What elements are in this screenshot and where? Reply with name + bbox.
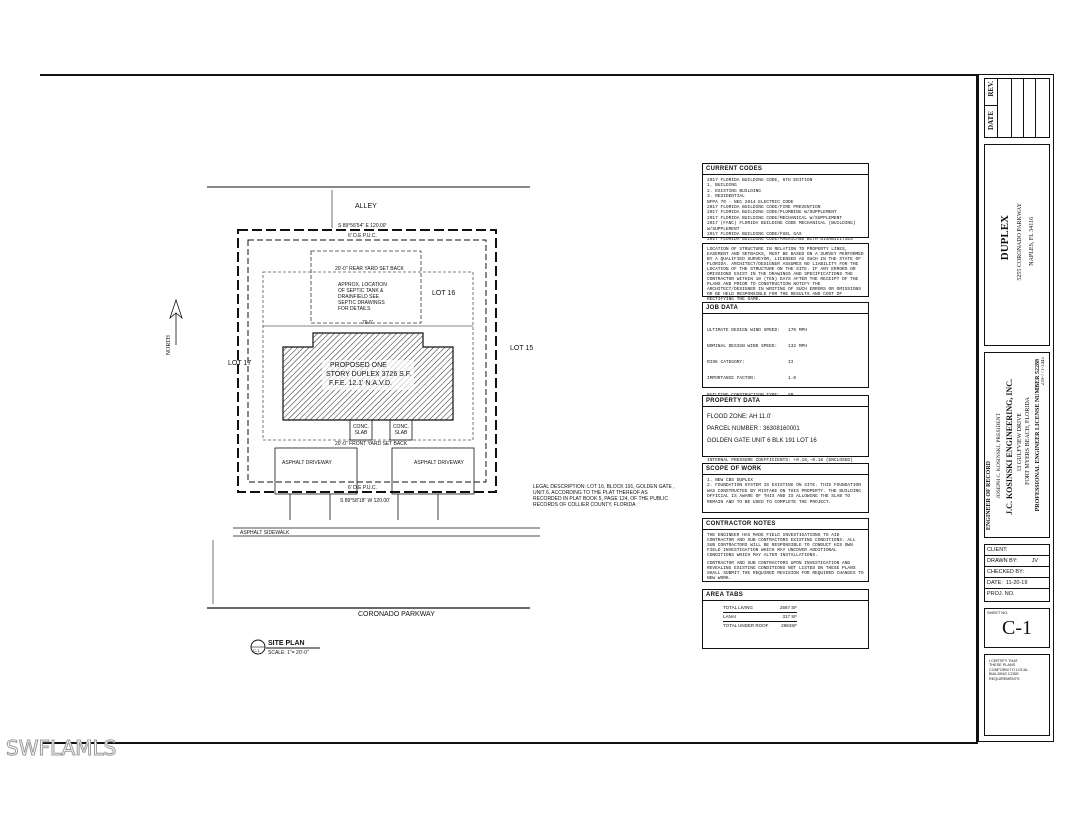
driveway-right <box>391 447 475 495</box>
title-block-frame <box>978 74 1054 742</box>
scope-item: 2. FOUNDATION SYSTEM IS EXISTING ON SITE… <box>707 483 861 505</box>
revision-box: REV. DATE <box>984 78 1050 138</box>
general-note-text: LOCATION OF STRUCTURE IN RELATION TO PRO… <box>707 247 864 302</box>
certify-box: I CERTIFY THAT THESE PLANS CONFORM TO LO… <box>984 654 1050 736</box>
client-row: CLIENT: <box>985 545 1049 556</box>
scope-of-work-title: SCOPE OF WORK <box>703 464 868 475</box>
project-name: DUPLEX <box>999 215 1011 261</box>
watermark: SWFLAMLS <box>5 736 117 761</box>
job-data-box: JOB DATA ULTIMATE DESIGN WIND SPEED: 170… <box>702 302 869 497</box>
current-codes-box: CURRENT CODES 2017 FLORIDA BUILDING CODE… <box>702 163 869 242</box>
project-address-1: 5255 CORONADO PARKWAY <box>1017 203 1023 281</box>
plan-title: SITE PLAN <box>268 640 305 647</box>
parcel-number: PARCEL NUMBER : 36308160001 <box>707 426 800 432</box>
job-data-title: JOB DATA <box>703 303 868 314</box>
firm-phone: 239-771-1445 <box>1041 357 1046 386</box>
alley-label: ALLEY <box>355 203 377 210</box>
contractor-notes-box: CONTRACTOR NOTES THE ENGINEER HAS MADE F… <box>702 518 869 582</box>
septic-area <box>310 250 422 324</box>
driveway-left-label: ASPHALT DRIVEWAY <box>282 460 332 466</box>
drawn-by-value: JV <box>1031 558 1039 564</box>
date-row: DATE:11-20-19 <box>985 578 1049 589</box>
sheet-number: C-1 <box>1002 617 1032 639</box>
house-label-3: F.F.E. 12.1' N.A.V.D. <box>329 380 392 387</box>
conc-slab-label: CONC. SLAB <box>352 424 370 436</box>
checked-by-row: CHECKED BY: <box>985 567 1049 578</box>
contractor-note: THE ENGINEER HAS MADE FIELD INVESTIGATIO… <box>707 533 856 558</box>
plan-ref: C-1 <box>253 648 260 653</box>
proj-no-row: PROJ. NO. <box>987 591 1015 597</box>
certify-text: I CERTIFY THAT THESE PLANS CONFORM TO LO… <box>989 659 1029 681</box>
date-label: DATE <box>987 111 995 130</box>
front-setback: 20'-0" FRONT YARD SET BACK <box>335 441 408 447</box>
engineer-name: JOSEPH C. KOSINSKI, PRESIDENT <box>996 413 1002 499</box>
current-codes-title: CURRENT CODES <box>703 164 868 175</box>
bottom-easement: 6' D.E P.U.C. <box>348 485 377 491</box>
sheet-no-label: SHEET NO. <box>987 610 1009 615</box>
top-bearing: S 89°56'54" E 120.00' <box>338 223 387 229</box>
contractor-note: CONTRACTOR AND SUB CONTRACTORS UPON INVE… <box>707 561 864 581</box>
sidewalk-label: ASPHALT SIDEWALK <box>240 530 290 536</box>
site-plan-drawing <box>169 186 540 655</box>
firm-address: 13 GULFVIEW DRIVE <box>1017 413 1023 472</box>
project-address-2: NAPLES, FL 34116 <box>1029 217 1035 266</box>
septic-note: APPROX. LOCATION OF SEPTIC TANK & DRAINF… <box>338 282 387 312</box>
flood-zone: FLOOD ZONE: AH 11.0' <box>707 414 772 420</box>
lot-15-label: LOT 15 <box>510 345 534 352</box>
driveway-right-label: ASPHALT DRIVEWAY <box>414 460 464 466</box>
house-label-bg <box>322 360 414 390</box>
house-label-1: PROPOSED ONE <box>330 362 387 369</box>
area-tabs-title: AREA TABS <box>703 590 868 601</box>
street-label: CORONADO PARKWAY <box>358 611 435 618</box>
legal-description: LEGAL DESCRIPTION: LOT 16, BLOCK 191, GO… <box>533 484 675 508</box>
bottom-bearing: S 89°58'18" W 120.00' <box>340 498 390 504</box>
top-easement: 6' D.E P.U.C. <box>348 233 377 239</box>
general-note-box: LOCATION OF STRUCTURE IN RELATION TO PRO… <box>702 243 869 302</box>
driveway-left <box>274 447 358 495</box>
engineer-of-record: ENGINEER OF RECORD <box>986 461 992 531</box>
rear-setback: 20'-0" REAR YARD SET BACK <box>335 266 404 272</box>
date-value: 11-20-19 <box>1005 580 1028 586</box>
property-data-title: PROPERTY DATA <box>703 396 868 407</box>
scope-item: 1. NEW CBS DUPLEX <box>707 478 753 483</box>
rev-label: REV. <box>987 81 995 97</box>
scope-of-work-box: SCOPE OF WORK 1. NEW CBS DUPLEX 2. FOUND… <box>702 463 869 513</box>
conc-slab-label: CONC. SLAB <box>392 424 410 436</box>
firm-city: FORT MYERS BEACH, FLORIDA <box>1025 397 1031 485</box>
sheet-box: SHEET NO. C-1 <box>984 608 1050 648</box>
drawn-by-row: DRAWN BY:JV <box>985 556 1049 567</box>
engineer-box: ENGINEER OF RECORD JOSEPH C. KOSINSKI, P… <box>984 352 1050 538</box>
north-label: NORTH <box>166 335 172 356</box>
lot-16-label: LOT 16 <box>432 290 456 297</box>
project-box: DUPLEX 5255 CORONADO PARKWAY NAPLES, FL … <box>984 144 1050 346</box>
current-codes-list: 2017 FLORIDA BUILDING CODE, 6TH EDITION … <box>707 178 856 243</box>
property-data-box: PROPERTY DATA FLOOD ZONE: AH 11.0' PARCE… <box>702 395 869 457</box>
contractor-notes-title: CONTRACTOR NOTES <box>703 519 868 530</box>
lot-17-label: LOT 17 <box>228 360 252 367</box>
property-line <box>237 229 497 493</box>
drawing-frame <box>40 74 978 744</box>
easement-line <box>247 239 487 483</box>
client-info-box: CLIENT: DRAWN BY:JV CHECKED BY: DATE:11-… <box>984 544 1050 602</box>
plan-scale: SCALE: 1"= 20'-0" <box>268 650 309 656</box>
firm-name: J.C. KOSINSKI ENGINEERING, INC. <box>1005 379 1014 515</box>
lot-description: GOLDEN GATE UNIT 6 BLK 191 LOT 16 <box>707 438 817 444</box>
width-dimension: 79.6' <box>362 320 373 326</box>
conc-slab <box>349 419 373 441</box>
conc-slab <box>389 419 413 441</box>
house-label-2: STORY DUPLEX 3726 S.F. <box>326 371 412 378</box>
